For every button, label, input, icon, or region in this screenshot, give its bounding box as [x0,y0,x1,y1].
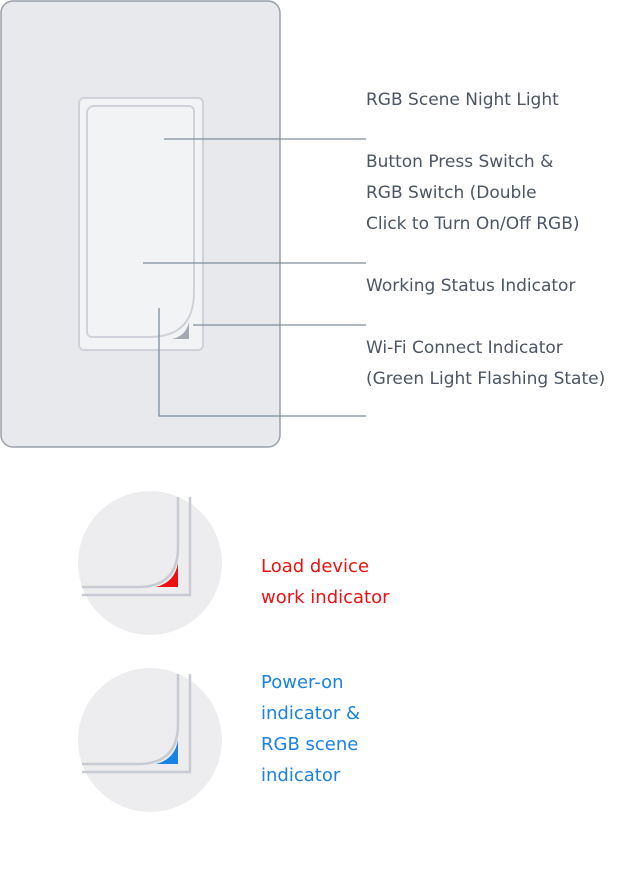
leader-line-wifi-indicator [158,308,366,417]
indicator-line: Power-on [261,672,344,693]
indicator-line: Load device [261,556,370,577]
callout-wifi-connect-indicator: Wi-Fi Connect Indicator (Green Light Fla… [366,333,605,395]
magnified-rocker-edge [82,497,180,589]
magnifier-load-device [78,491,222,635]
magnifier-circle [78,491,222,635]
indicator-line: RGB scene [261,734,359,755]
callout-working-status-indicator: Working Status Indicator [366,271,575,302]
rocker-button [86,105,195,338]
power-on-indicator-marker[interactable] [156,740,178,764]
callout-line: RGB Switch (Double [366,183,537,203]
indicator-line: work indicator [261,587,390,608]
magnifier-power-on [78,668,222,812]
label-power-on-rgb-scene-indicator: Power-on indicator & RGB scene indicator [261,667,360,791]
magnified-frame-outer [82,674,192,774]
callout-button-press-switch: Button Press Switch & RGB Switch (Double… [366,147,580,240]
magnified-frame-outer [82,497,192,597]
callout-line: (Green Light Flashing State) [366,369,606,389]
indicator-line: indicator [261,765,341,786]
callout-line: Button Press Switch & [366,152,554,172]
callout-line: Click to Turn On/Off RGB) [366,214,580,234]
magnifier-circle [78,668,222,812]
callout-line: RGB Scene Night Light [366,90,559,110]
callout-rgb-scene-night-light: RGB Scene Night Light [366,85,559,116]
callout-line: Working Status Indicator [366,276,576,296]
load-device-indicator-marker[interactable] [156,563,178,587]
label-load-device-work-indicator: Load device work indicator [261,551,390,613]
leader-lines [143,138,366,417]
magnified-rocker-edge [82,674,180,766]
corner-indicator-marker [172,322,189,339]
indicator-line: indicator & [261,703,360,724]
callout-line: Wi-Fi Connect Indicator [366,338,563,358]
